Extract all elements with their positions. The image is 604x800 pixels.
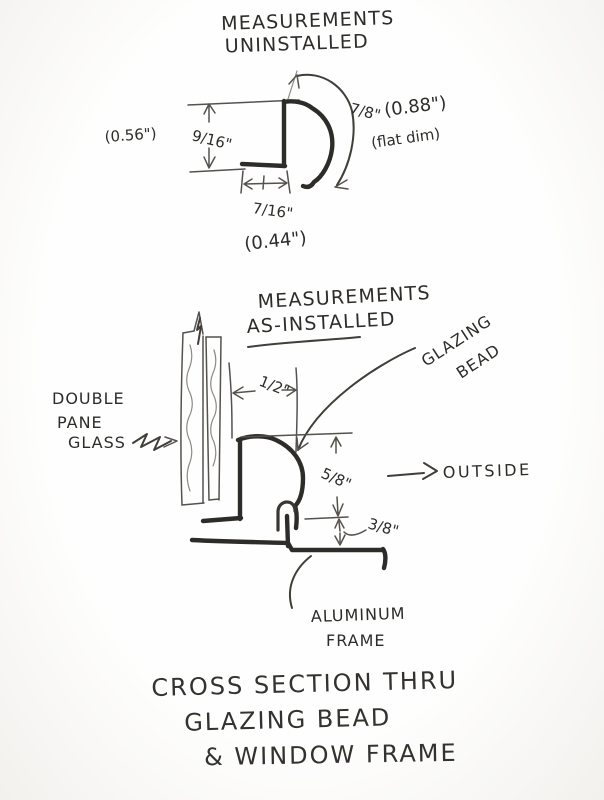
top-title-line1: MEASUREMENTS xyxy=(221,7,395,35)
top-title: MEASUREMENTS UNINSTALLED xyxy=(221,7,395,58)
glass-wave-left xyxy=(186,344,193,492)
depth-dim-label: 1/2" xyxy=(257,372,293,400)
lower-dim-label: 3/8" xyxy=(366,515,401,541)
glass-pane-right-outer xyxy=(218,336,222,501)
width-fraction-label: 7/16" xyxy=(251,199,294,222)
lower-arrow-down-icon xyxy=(334,532,346,546)
height-decimal-label: (0.56") xyxy=(104,124,157,146)
flat-dim-arc xyxy=(296,73,355,186)
glass-pane-bottoms xyxy=(181,498,220,506)
mid-reference-line xyxy=(304,516,349,520)
upper-dim-label: 5/8" xyxy=(318,464,354,493)
caption-line2: GLAZING BEAD xyxy=(184,703,392,736)
width-dim-arrows xyxy=(243,175,288,190)
glass-pane-tops xyxy=(182,330,222,338)
outside-arrow-head-icon xyxy=(422,462,438,480)
arc-arrow-top-icon xyxy=(288,74,300,89)
width-dim-ticks xyxy=(240,170,291,194)
glass-pane-right-inner xyxy=(205,336,210,501)
frame-label-line1: ALUMINUM xyxy=(310,604,405,626)
glass-outer-face-line xyxy=(228,362,233,439)
installed-title-line2: AS-INSTALLED xyxy=(246,308,396,338)
width-decimal-label: (0.44") xyxy=(243,228,307,255)
upper-arrow-down-icon xyxy=(332,496,344,517)
glass-pane-left-outer xyxy=(180,332,184,506)
caption-line1: CROSS SECTION THRU xyxy=(151,666,458,702)
frame-right-edge xyxy=(380,546,388,571)
glass-wave-right xyxy=(210,349,217,467)
outside-arrow-line xyxy=(387,472,425,477)
installed-title: MEASUREMENTS AS-INSTALLED xyxy=(246,282,431,348)
top-extension-line xyxy=(187,99,300,106)
bead-clip-hook xyxy=(276,500,297,532)
depth-reference-line xyxy=(295,367,298,453)
caption-line3: & WINDOW FRAME xyxy=(204,739,458,771)
height-fraction-label: 9/16" xyxy=(190,126,234,153)
upper-arrow-up-icon xyxy=(330,436,342,454)
aluminum-frame: ALUMINUM FRAME xyxy=(189,513,406,650)
frame-lower-surface xyxy=(285,540,386,553)
caption: CROSS SECTION THRU GLAZING BEAD & WINDOW… xyxy=(151,666,458,771)
installed-title-line1: MEASUREMENTS xyxy=(257,282,431,313)
dim-arrow-down-icon xyxy=(203,147,216,169)
glass-leader-zigzag xyxy=(132,433,172,451)
glass-break-mark xyxy=(196,317,202,345)
frame-leader-line xyxy=(289,555,312,609)
bottom-extension-line xyxy=(189,168,246,173)
arc-arrow-bottom-icon xyxy=(334,179,349,190)
glazing-leg-line xyxy=(200,515,244,524)
frame-label-line2: FRAME xyxy=(326,631,386,650)
glass-leader-arrow-icon xyxy=(163,436,178,448)
double-pane-glass: DOUBLE PANE GLASS xyxy=(52,311,233,506)
top-title-line2: UNINSTALLED xyxy=(224,30,369,57)
glass-label-line2: PANE xyxy=(57,413,103,432)
glass-label-line3: GLASS xyxy=(68,433,126,452)
bead-leader-arrow-icon xyxy=(296,437,309,451)
arc-extension-line xyxy=(287,70,298,100)
upper-reference-line xyxy=(240,432,353,438)
lower-arrow-up-icon xyxy=(334,518,345,532)
uninstalled-bead-drawing: (0.56") 9/16" 7/16" (0.44") 7/8" (0.88")… xyxy=(104,70,448,255)
flat-decimal-label: (0.88") xyxy=(383,93,448,121)
bead-bottom-leg xyxy=(239,161,288,169)
flat-note-label: (flat dim) xyxy=(370,124,441,151)
depth-arrow-left-icon xyxy=(232,386,256,400)
installed-glazing-bead xyxy=(200,434,306,532)
bead-curve xyxy=(281,99,335,190)
depth-arrow-right-icon xyxy=(281,384,297,397)
title-underline xyxy=(247,336,361,348)
glass-label-line1: DOUBLE xyxy=(52,389,125,408)
bead-installed-curve xyxy=(235,434,306,531)
outside-label: OUTSIDE xyxy=(442,460,531,482)
frame-top-surface xyxy=(189,537,291,546)
dim-arrow-up-icon xyxy=(203,103,216,123)
lower-dim-leader xyxy=(343,529,367,536)
